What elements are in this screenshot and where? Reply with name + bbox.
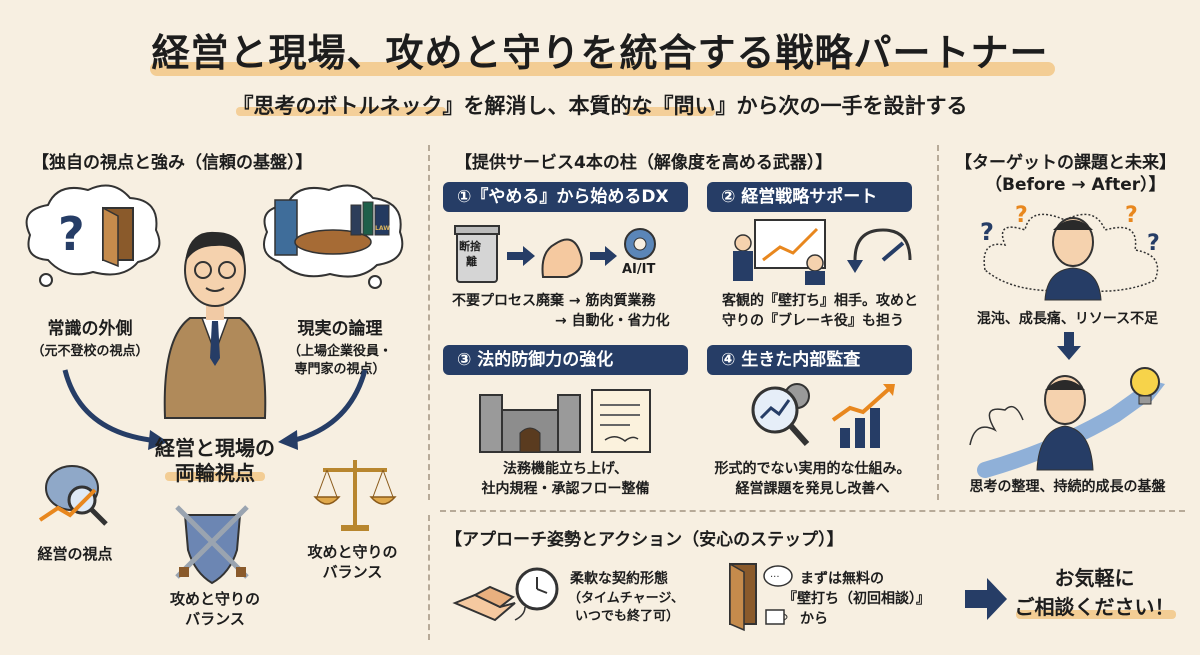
service-3-line-2: 社内規程・承認フロー整備 <box>481 481 650 497</box>
svg-text:···: ··· <box>770 572 780 583</box>
free-line-1: まずは無料の <box>800 571 884 587</box>
strategy-board-icon <box>733 219 912 285</box>
page-subtitle: 『思考のボトルネック』を解消し、本質的な『問い』から次の一手を設計する <box>232 94 968 118</box>
stressed-person-icon: ? ? ? ? <box>980 203 1160 301</box>
mgmt-view-label: 経営の視点 <box>37 545 113 563</box>
center-title-1: 経営と現場の <box>155 436 275 460</box>
dx-icon-text-2: 離 <box>466 255 477 268</box>
left-heading: 【独自の視点と強み（信頼の基盤）】 <box>32 153 313 173</box>
door-coffee-icon: ··· <box>729 562 793 632</box>
logic-note-1: （上場企業役員・ <box>287 344 392 359</box>
service-4-line-2: 経営課題を発見し改善へ <box>735 481 890 497</box>
logic-title: 現実の論理 <box>297 319 383 339</box>
divider-bottom-left <box>428 515 430 640</box>
curved-arrows <box>62 369 368 450</box>
free-line-3: から <box>800 611 828 627</box>
law-book-label: LAW <box>375 225 390 232</box>
service-1-line-2: → 自動化・省力化 <box>555 313 670 329</box>
contract-line-1: 柔軟な契約形態 <box>570 571 668 587</box>
thought-cloud-icon: ? <box>25 184 161 287</box>
free-line-2: 『壁打ち（初回相談）』 <box>783 591 930 607</box>
right-arrow-icon <box>965 578 1007 620</box>
right-heading-2: （Before → After）】 <box>985 175 1166 195</box>
outside-note: （元不登校の視点） <box>31 344 149 359</box>
balance-scale-label-2: バランス <box>322 563 383 581</box>
boardroom-cloud-icon <box>263 184 404 289</box>
page-title: 経営と現場、攻めと守りを統合する戦略パートナー <box>151 31 1049 75</box>
svg-text:?: ? <box>1125 203 1138 228</box>
businessman-illustration <box>163 231 267 419</box>
cta-line-2[interactable]: ご相談ください！ <box>1014 595 1175 619</box>
service-1-line-1: 不要プロセス廃棄 → 筋肉質業務 <box>452 293 656 309</box>
outside-title: 常識の外側 <box>47 319 133 339</box>
balance-shield-label-1: 攻めと守りの <box>169 590 260 608</box>
after-text: 思考の整理、持続的成長の基盤 <box>969 479 1166 495</box>
service-2-line-2: 守りの『ブレーキ役』も担う <box>722 313 904 329</box>
service-1-pill: ①『やめる』から始めるDX <box>443 182 688 212</box>
before-text: 混沌、成長痛、リソース不足 <box>976 311 1159 327</box>
center-title-2: 両輪視点 <box>175 461 255 485</box>
growth-person-icon <box>969 367 1165 478</box>
contract-line-3: いつでも終了可） <box>575 609 680 624</box>
dx-process-icons <box>454 225 656 283</box>
svg-text:?: ? <box>1147 231 1160 256</box>
shield-swords-icon <box>175 505 249 585</box>
service-2-line-1: 客観的『壁打ち』相手。攻めと <box>722 293 918 309</box>
dx-icon-text-3: AI/IT <box>622 262 656 277</box>
divider-left <box>428 145 430 500</box>
balance-shield-label-2: バランス <box>185 610 245 628</box>
svg-text:?: ? <box>1015 203 1028 228</box>
brain-magnifier-icon <box>38 465 108 526</box>
service-3-pill: ③ 法的防御力の強化 <box>443 345 688 375</box>
audit-growth-icon <box>751 383 895 448</box>
divider-horizontal <box>440 510 1185 512</box>
svg-text:?: ? <box>58 207 85 261</box>
balance-scale-label-1: 攻めと守りの <box>307 543 398 561</box>
service-4-pill: ④ 生きた内部監査 <box>707 345 912 375</box>
scale-balance-icon <box>313 460 397 531</box>
handshake-clock-icon <box>452 567 559 622</box>
bottom-heading: 【アプローチ姿勢とアクション（安心のステップ）】 <box>445 530 844 550</box>
middle-heading: 【提供サービス4本の柱（解像度を高める武器）】 <box>455 153 833 173</box>
service-3-line-1: 法務機能立ち上げ、 <box>502 461 629 477</box>
down-arrow-icon <box>1057 332 1081 360</box>
service-2-pill: ② 経営戦略サポート <box>707 182 912 212</box>
right-heading-1: 【ターゲットの課題と未来】 <box>955 153 1176 173</box>
service-4-line-1: 形式的でない実用的な仕組み。 <box>714 461 911 477</box>
dx-icon-text-1: 断捨 <box>459 240 481 253</box>
svg-text:?: ? <box>980 218 994 246</box>
castle-document-icon <box>479 389 651 453</box>
cta-line-1[interactable]: お気軽に <box>1054 566 1135 590</box>
contract-line-2: （タイムチャージ、 <box>568 591 684 606</box>
divider-right <box>937 145 939 500</box>
